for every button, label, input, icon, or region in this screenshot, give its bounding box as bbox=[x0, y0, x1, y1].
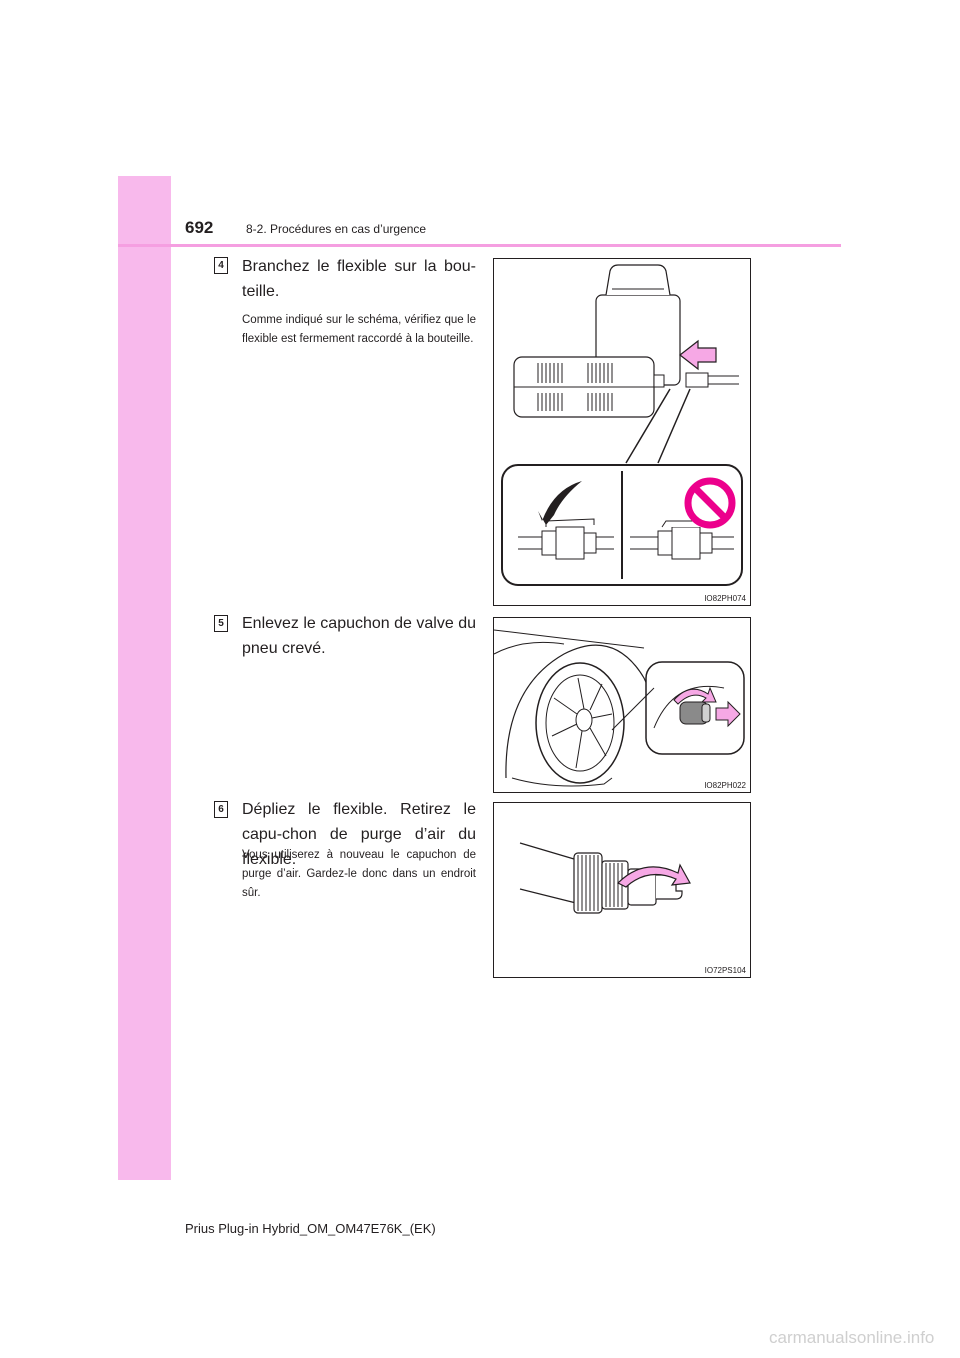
step-6-note: Vous utiliserez à nouveau le capuchon de… bbox=[242, 849, 476, 899]
step-number-4: 4 bbox=[214, 257, 228, 274]
push-arrow-icon bbox=[679, 339, 717, 371]
pink-side-tab bbox=[118, 176, 171, 1180]
section-title: 8-2. Procédures en cas d’urgence bbox=[246, 222, 427, 236]
watermark: carmanualsonline.info bbox=[769, 1328, 935, 1347]
footer-manual-id: Prius Plug-in Hybrid_OM_OM47E76K_(EK) bbox=[185, 1221, 436, 1236]
valve-cap-illustration bbox=[494, 629, 745, 787]
step-number-6: 6 bbox=[214, 801, 228, 818]
figure-code: IO82PH022 bbox=[704, 781, 746, 790]
figure-code: IO72PS104 bbox=[704, 966, 746, 975]
figure-valve-cap: IO82PH022 bbox=[493, 617, 751, 793]
rotate-arrow-icon bbox=[616, 863, 691, 888]
hose-bottle-illustration bbox=[501, 264, 743, 586]
step-5-title: Enlevez le capuchon de valve du pneu cre… bbox=[242, 615, 476, 657]
step-4-title: Branchez le flexible sur la bou-teille. bbox=[242, 258, 476, 300]
step-6-title: Dépliez le flexible. Retirez le capu-cho… bbox=[242, 801, 476, 868]
pull-arrow-icon bbox=[715, 700, 741, 728]
step-number-5: 5 bbox=[214, 615, 228, 632]
header-rule bbox=[118, 244, 841, 247]
prohibition-icon bbox=[684, 477, 736, 529]
figure-hose-bottle: IO82PH074 bbox=[493, 258, 751, 606]
step-4-note: Comme indiqué sur le schéma, vérifiez qu… bbox=[242, 314, 476, 345]
rotate-arrow-icon bbox=[673, 686, 717, 705]
figure-code: IO82PH074 bbox=[704, 594, 746, 603]
page-number: 692 bbox=[185, 218, 214, 237]
figure-hose-cap: IO72PS104 bbox=[493, 802, 751, 978]
hose-cap-illustration bbox=[519, 842, 691, 914]
